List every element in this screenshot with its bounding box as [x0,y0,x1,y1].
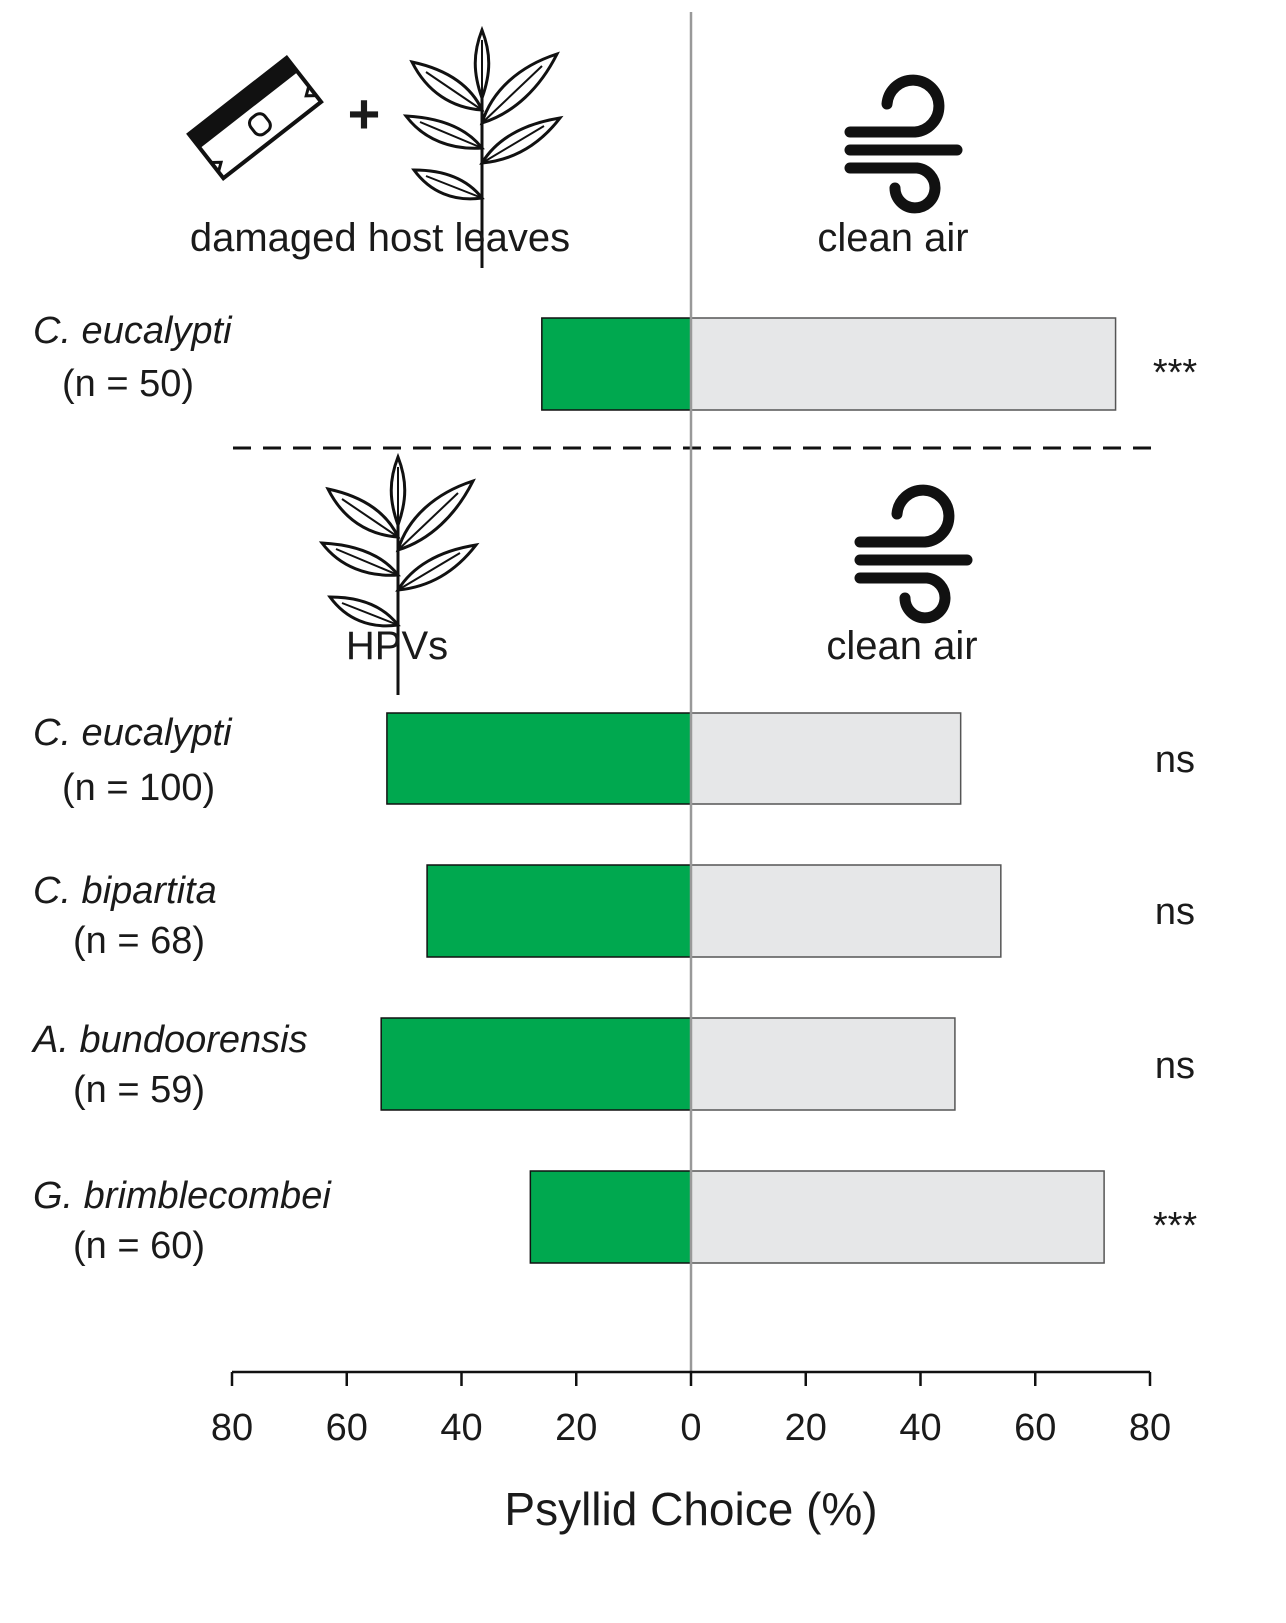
svg-text:Psyllid Choice (%): Psyllid Choice (%) [504,1483,877,1535]
x-axis: 80 60 40 20 0 20 40 60 80 Psyllid Choice (%) [211,1370,1171,1535]
svg-text:(n = 100): (n = 100) [62,767,215,809]
x-tick-label: 0 [680,1407,701,1449]
svg-text:(n = 60): (n = 60) [73,1225,205,1267]
x-tick-label: 40 [899,1407,941,1449]
left-header-label: HPVs [346,624,448,668]
x-tick-label: 80 [1129,1407,1171,1449]
right-header-label: clean air [817,216,968,260]
row-label-0-species: C. eucalypti [33,310,233,352]
bar-left [386,712,692,805]
significance-label: ns [1155,739,1195,781]
wind-icon [860,490,967,618]
x-axis-label: Psyllid Choice (%) [504,1483,877,1535]
right-header-label: clean air [826,624,977,668]
bar-left [529,1170,692,1264]
significance-label: ns [1155,891,1195,933]
row-label-1-n: (n = 100) [62,767,215,809]
wind-icon [850,80,957,208]
x-tick-label: 60 [326,1407,368,1449]
razor-blade-icon [186,54,324,182]
plus-icon: + [348,82,381,145]
bar-left [426,864,692,958]
row-label-3-species: A. bundoorensis [31,1019,308,1061]
row-label-4-n: (n = 60) [73,1225,205,1267]
row-label-4-species: G. brimblecombei [33,1175,332,1217]
left-header-label: damaged host leaves [190,216,570,260]
bar-right [690,1017,956,1111]
svg-text:(n = 59): (n = 59) [73,1069,205,1111]
svg-text:A. bundoorensis: A. bundoorensis [31,1019,308,1061]
row-label-2-n: (n = 68) [73,920,205,962]
row-label-2-species: C. bipartita [33,870,217,912]
x-tick-label: 80 [211,1407,253,1449]
row-label-0-n: (n = 50) [62,363,194,405]
bar-right [690,317,1117,411]
svg-text:(n = 50): (n = 50) [62,363,194,405]
x-tick-label: 20 [555,1407,597,1449]
x-tick-label: 20 [785,1407,827,1449]
svg-text:(n = 68): (n = 68) [73,920,205,962]
svg-text:C. bipartita: C. bipartita [33,870,217,912]
significance-label: *** [1153,1205,1198,1247]
bar-left [380,1017,692,1111]
bar-left [541,317,692,411]
svg-text:C. eucalypti: C. eucalypti [33,712,233,754]
row-label-1-species: C. eucalypti [33,712,233,754]
significance-label: *** [1153,352,1198,394]
bar-right [690,712,962,805]
row-label-3-n: (n = 59) [73,1069,205,1111]
x-tick-label: 60 [1014,1407,1056,1449]
bar-right [690,864,1002,958]
significance-label: ns [1155,1045,1195,1087]
x-tick-label: 40 [440,1407,482,1449]
bar-right [690,1170,1105,1264]
svg-text:C. eucalypti: C. eucalypti [33,310,233,352]
svg-text:G. brimblecombei: G. brimblecombei [33,1175,332,1217]
